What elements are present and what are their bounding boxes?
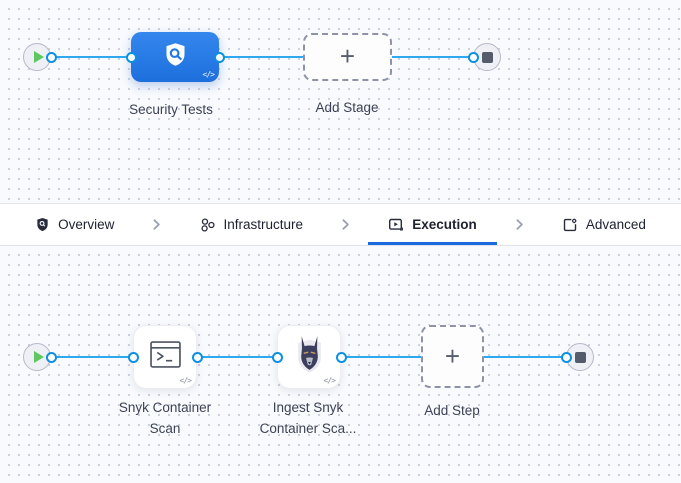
step-node-ingest-snyk[interactable]: </> — [277, 325, 341, 389]
snyk-dog-icon — [292, 335, 327, 379]
tab-advanced[interactable]: Advanced — [542, 204, 666, 245]
port-step1-in[interactable] — [127, 351, 139, 363]
stage-node-security-tests[interactable]: </> — [131, 32, 219, 82]
edge-step2-to-addstep — [341, 356, 421, 358]
add-stage-button[interactable]: + — [303, 33, 392, 81]
shield-scan-icon — [162, 41, 189, 73]
gear-box-icon — [562, 217, 578, 233]
stage-config-tabbar: Overview Infrastructure Execution — [0, 203, 681, 246]
code-icon: </> — [202, 70, 215, 79]
tab-label: Infrastructure — [223, 217, 304, 232]
code-icon: </> — [323, 376, 336, 385]
add-stage-label: Add Stage — [315, 100, 379, 115]
step-label-ingest-snyk: Ingest Snyk Container Sca... — [259, 400, 357, 436]
port-stage-in[interactable] — [125, 51, 137, 63]
port-exec-start-out[interactable] — [45, 351, 57, 363]
stop-icon — [574, 351, 586, 363]
port-step1-out[interactable] — [191, 351, 203, 363]
play-box-icon — [388, 217, 404, 233]
step-label-snyk-container-scan: Snyk Container Scan — [118, 400, 212, 436]
add-step-label: Add Step — [424, 403, 480, 418]
execution-start-node[interactable] — [23, 343, 51, 371]
port-exec-end-in[interactable] — [560, 351, 572, 363]
tab-label: Overview — [58, 217, 115, 232]
edge-start-to-step1 — [51, 356, 133, 358]
add-step-button[interactable]: + — [421, 325, 484, 388]
tab-label: Execution — [412, 217, 477, 232]
play-icon — [33, 351, 44, 363]
tab-infrastructure[interactable]: Infrastructure — [180, 204, 324, 245]
edge-step1-to-step2 — [197, 356, 277, 358]
step-node-snyk-container-scan[interactable]: </> — [133, 325, 197, 389]
execution-graph-canvas[interactable]: </> </> + Snyk Container Scan Ingest Sny… — [0, 246, 681, 483]
shield-icon — [35, 217, 50, 232]
edge-stage-to-addstage — [219, 56, 303, 58]
port-start-out[interactable] — [45, 51, 57, 63]
edge-addstep-to-end — [484, 356, 566, 358]
port-stage-out[interactable] — [213, 51, 225, 63]
tab-execution[interactable]: Execution — [368, 204, 497, 245]
chevron-right-icon — [149, 204, 164, 245]
plus-icon: + — [444, 340, 461, 371]
edge-addstage-to-end — [392, 56, 473, 58]
port-step2-in[interactable] — [271, 351, 283, 363]
edge-start-to-stage — [51, 56, 131, 58]
stop-icon — [481, 51, 493, 63]
terminal-icon — [149, 341, 181, 373]
code-icon: </> — [179, 376, 192, 385]
port-step2-out[interactable] — [335, 351, 347, 363]
chevron-right-icon — [338, 204, 353, 245]
chevron-right-icon — [512, 204, 527, 245]
execution-end-node[interactable] — [566, 343, 594, 371]
cluster-icon — [200, 217, 216, 233]
port-end-in[interactable] — [467, 51, 479, 63]
stage-label: Security Tests — [129, 102, 213, 117]
play-icon — [33, 51, 44, 63]
plus-icon: + — [339, 41, 356, 71]
stage-graph-canvas[interactable]: </> + Security Tests Add Stage — [0, 0, 681, 203]
tab-overview[interactable]: Overview — [15, 204, 134, 245]
tab-label: Advanced — [585, 217, 646, 232]
